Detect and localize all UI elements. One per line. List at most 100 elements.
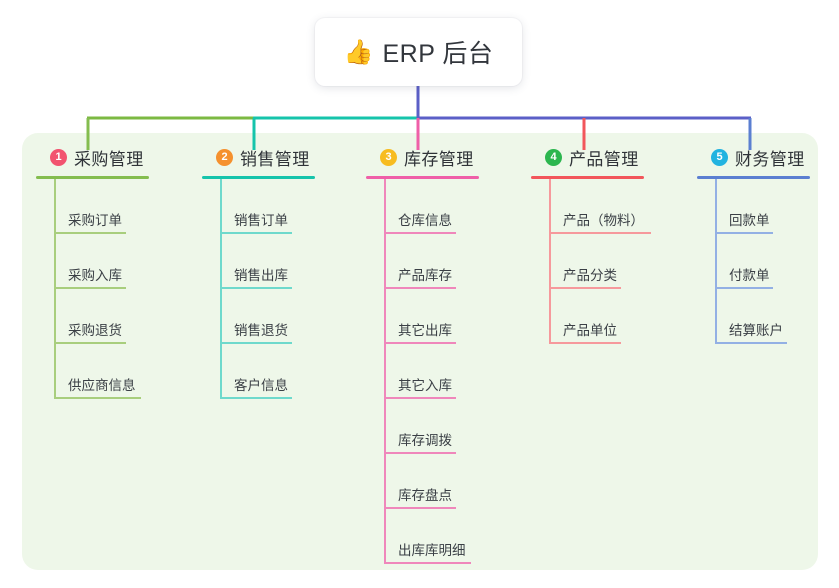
leaf-item-underline [384,452,456,454]
leaf-item[interactable]: 采购退货 [54,289,196,344]
leaf-item-label: 销售退货 [234,322,288,338]
root-node-card[interactable]: 👍 ERP 后台 [315,18,522,86]
branch-spine [54,179,56,399]
diagram-background-panel [22,133,818,570]
leaf-item-underline [54,397,141,399]
leaf-item-label: 付款单 [729,267,770,283]
leaf-item[interactable]: 采购订单 [54,179,196,234]
leaf-item[interactable]: 产品分类 [549,234,701,289]
branch-column-4: 4 产品管理产品（物料） 产品分类产品单位 [531,144,701,344]
leaf-item[interactable]: 仓库信息 [384,179,526,234]
branch-column-1: 1 采购管理采购订单采购入库采购退货供应商信息 [36,144,196,399]
leaf-item[interactable]: 供应商信息 [54,344,196,399]
leaf-item[interactable]: 销售出库 [220,234,362,289]
leaf-item-label: 仓库信息 [398,212,452,228]
branch-spine [549,179,551,344]
leaf-item[interactable]: 其它出库 [384,289,526,344]
leaf-item-underline [384,507,456,509]
branch-header-3[interactable]: 3 库存管理 [366,144,526,170]
leaf-item-label: 产品单位 [563,322,617,338]
branch-number-badge: 2 [216,148,233,166]
branch-item-list: 销售订单销售出库销售退货客户信息 [220,179,362,399]
branch-column-3: 3 库存管理仓库信息产品库存其它出库其它入库库存调拨库存盘点出库库明细 [366,144,526,564]
leaf-item-underline [220,342,292,344]
branch-number-badge: 1 [50,148,67,166]
leaf-item-label: 产品（物料） [563,212,644,228]
branch-header-underline [531,176,644,179]
leaf-item[interactable]: 产品库存 [384,234,526,289]
leaf-item-underline [549,287,621,289]
leaf-item[interactable]: 销售退货 [220,289,362,344]
thumbs-up-icon: 👍 [343,39,374,66]
leaf-item-underline [54,232,126,234]
leaf-item-label: 其它入库 [398,377,452,393]
leaf-item[interactable]: 库存盘点 [384,454,526,509]
leaf-item-label: 库存调拨 [398,432,452,448]
branch-title: 产品管理 [569,149,639,169]
leaf-item-underline [384,562,471,564]
leaf-item[interactable]: 回款单 [715,179,839,234]
leaf-item-underline [715,232,773,234]
leaf-item-label: 出库库明细 [398,542,466,558]
leaf-item-underline [220,232,292,234]
leaf-item-underline [384,397,456,399]
branch-header-4[interactable]: 4 产品管理 [531,144,701,170]
leaf-item[interactable]: 产品（物料） [549,179,701,234]
branch-title: 库存管理 [404,149,474,169]
leaf-item[interactable]: 库存调拨 [384,399,526,454]
leaf-item-label: 库存盘点 [398,487,452,503]
leaf-item[interactable]: 其它入库 [384,344,526,399]
leaf-item[interactable]: 付款单 [715,234,839,289]
leaf-item-underline [384,287,456,289]
branch-number-badge: 5 [711,148,728,166]
branch-number-badge: 4 [545,148,562,166]
branch-item-list: 采购订单采购入库采购退货供应商信息 [54,179,196,399]
leaf-item-label: 采购退货 [68,322,122,338]
leaf-item-underline [715,287,773,289]
branch-number-badge: 3 [380,148,397,166]
branch-header-1[interactable]: 1 采购管理 [36,144,196,170]
leaf-item-underline [549,342,621,344]
branch-spine [220,179,222,399]
leaf-item[interactable]: 出库库明细 [384,509,526,564]
branch-item-list: 回款单付款单结算账户 [715,179,839,344]
branch-title: 财务管理 [735,149,805,169]
leaf-item-label: 回款单 [729,212,770,228]
branch-title: 销售管理 [240,149,310,169]
leaf-item-label: 采购订单 [68,212,122,228]
leaf-item-label: 采购入库 [68,267,122,283]
branch-item-list: 产品（物料） 产品分类产品单位 [549,179,701,344]
leaf-item[interactable]: 采购入库 [54,234,196,289]
leaf-item-label: 结算账户 [729,322,783,338]
leaf-item-label: 供应商信息 [68,377,136,393]
root-node-title: ERP 后台 [382,40,494,68]
leaf-item[interactable]: 产品单位 [549,289,701,344]
branch-header-underline [202,176,315,179]
branch-header-underline [697,176,810,179]
branch-column-2: 2 销售管理销售订单销售出库销售退货客户信息 [202,144,362,399]
leaf-item-underline [549,232,651,234]
leaf-item-underline [715,342,787,344]
leaf-item-label: 销售订单 [234,212,288,228]
leaf-item-underline [220,287,292,289]
branch-spine [715,179,717,344]
branch-item-list: 仓库信息产品库存其它出库其它入库库存调拨库存盘点出库库明细 [384,179,526,564]
leaf-item-label: 产品库存 [398,267,452,283]
branch-header-underline [36,176,149,179]
leaf-item-underline [220,397,292,399]
branch-column-5: 5 财务管理回款单付款单结算账户 [697,144,839,344]
branch-header-underline [366,176,479,179]
leaf-item-underline [384,232,456,234]
leaf-item[interactable]: 销售订单 [220,179,362,234]
branch-spine [384,179,386,564]
leaf-item-underline [54,342,126,344]
leaf-item-underline [384,342,456,344]
leaf-item-label: 产品分类 [563,267,617,283]
branch-title: 采购管理 [74,149,144,169]
branch-header-5[interactable]: 5 财务管理 [697,144,839,170]
leaf-item-label: 其它出库 [398,322,452,338]
branch-header-2[interactable]: 2 销售管理 [202,144,362,170]
leaf-item[interactable]: 结算账户 [715,289,839,344]
leaf-item[interactable]: 客户信息 [220,344,362,399]
